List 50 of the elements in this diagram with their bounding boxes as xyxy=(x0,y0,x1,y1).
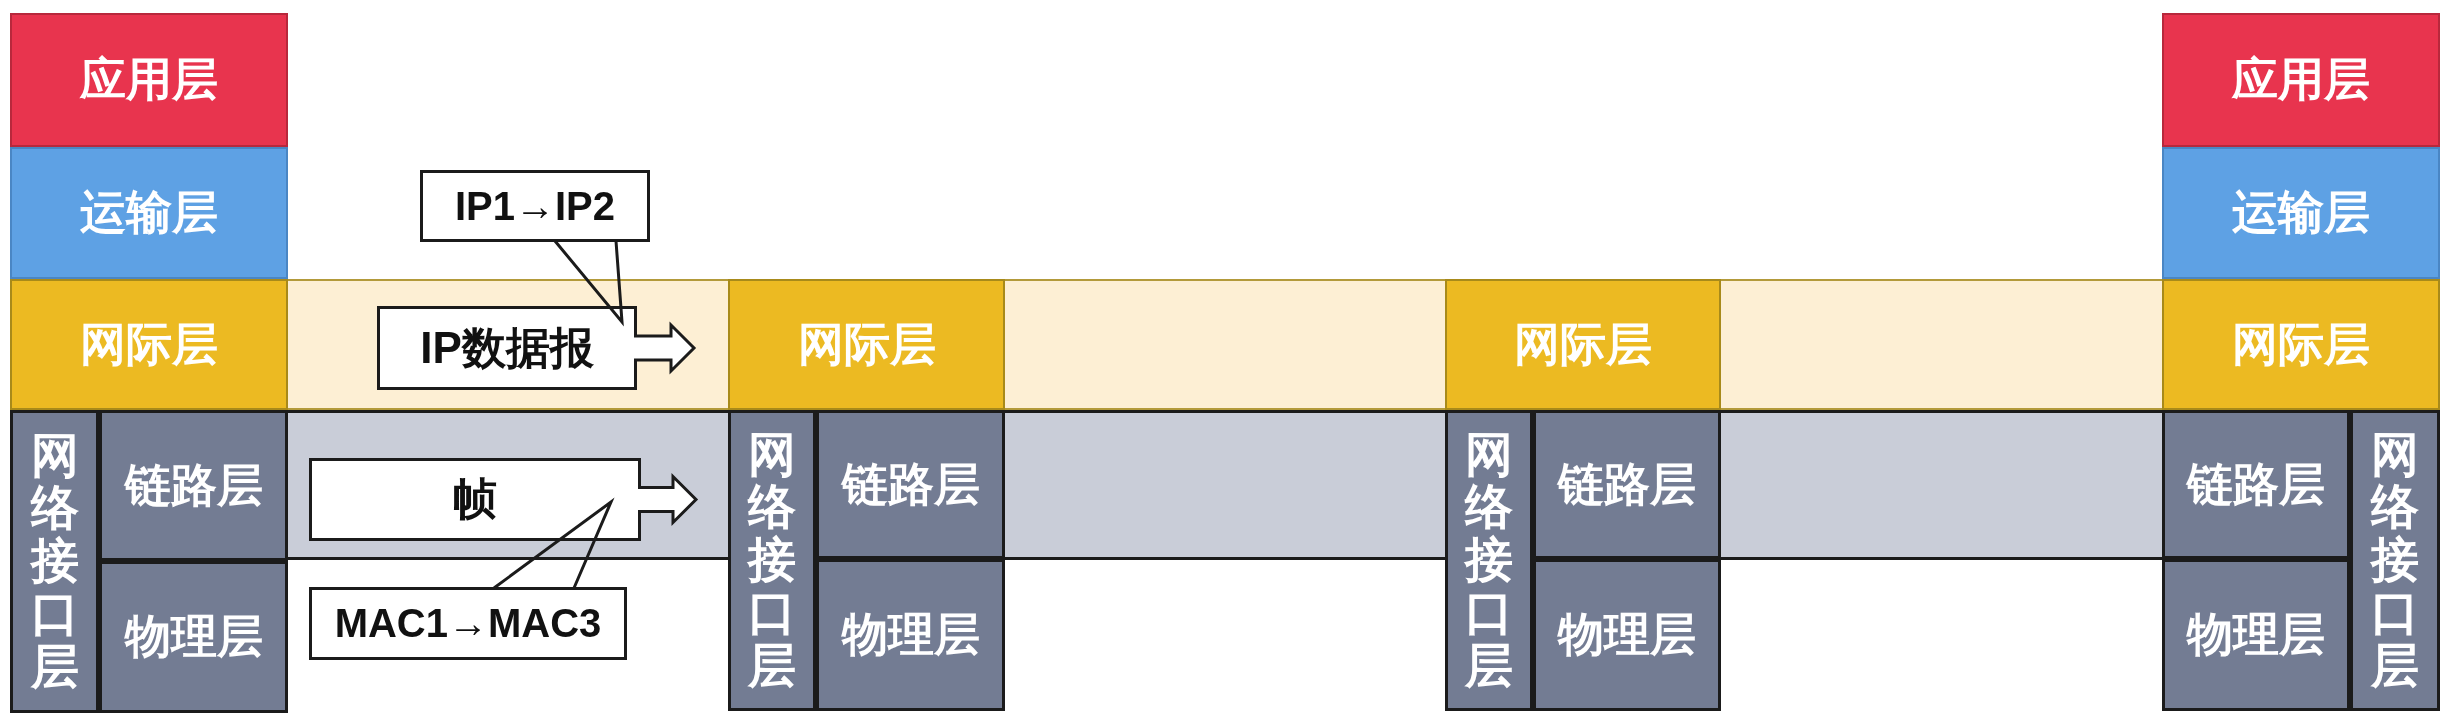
internet-layer-box xyxy=(2162,279,2440,410)
application-layer-box xyxy=(2162,13,2440,147)
layer-label: 网际层 xyxy=(80,316,218,372)
layer-label: 网际层 xyxy=(1514,316,1652,372)
physical-layer-box xyxy=(1533,559,1721,711)
packet-box xyxy=(309,458,641,541)
layer-label: 链路层 xyxy=(2187,456,2325,512)
network-interface-layer-box xyxy=(1445,410,1533,711)
block-arrow xyxy=(632,321,697,375)
link-layer-box xyxy=(1533,410,1721,559)
link-layer-box xyxy=(816,410,1005,559)
layer-label: 链路层 xyxy=(841,456,980,512)
network-interface-layer-box xyxy=(10,410,99,713)
layer-label: 物理层 xyxy=(841,607,980,662)
link-layer-box xyxy=(2162,410,2350,559)
callout-text: MAC1→MAC3 xyxy=(334,601,602,646)
layer-label: 运输层 xyxy=(80,185,218,240)
layer-label: 网络接口层 xyxy=(748,428,796,693)
layer-label: 应用层 xyxy=(2232,52,2370,107)
application-layer-box xyxy=(10,13,288,147)
callout-text: IP1→IP2 xyxy=(454,183,616,229)
callout-box xyxy=(309,587,627,660)
callout-box xyxy=(420,170,650,242)
network-interface-layer-box xyxy=(2350,410,2440,711)
layer-label: 网际层 xyxy=(2232,316,2370,372)
layer-label: 链路层 xyxy=(124,457,263,513)
packet-box xyxy=(377,306,637,390)
layer-label: 应用层 xyxy=(80,52,218,107)
link-layer-box xyxy=(99,410,288,561)
physical-layer-box xyxy=(816,559,1005,711)
layer-label: 网络接口层 xyxy=(2371,428,2419,693)
layer-label: 网际层 xyxy=(797,316,936,372)
layer-label: 网络接口层 xyxy=(1465,428,1513,693)
transport-layer-box xyxy=(10,147,288,279)
layer-label: 网络接口层 xyxy=(30,429,79,694)
internet-layer-box xyxy=(10,279,288,410)
internet-layer-box xyxy=(1445,279,1721,410)
packet-label: 帧 xyxy=(453,473,497,525)
transport-layer-box xyxy=(2162,147,2440,279)
layer-label: 物理层 xyxy=(1558,607,1696,662)
network-interface-layer-box xyxy=(728,410,816,711)
physical-layer-box xyxy=(99,561,288,713)
layer-label: 链路层 xyxy=(1558,456,1696,512)
layer-label: 物理层 xyxy=(124,609,263,664)
packet-label: IP数据报 xyxy=(420,321,594,374)
layer-label: 运输层 xyxy=(2232,185,2370,240)
physical-layer-box xyxy=(2162,559,2350,711)
block-arrow xyxy=(636,472,699,527)
layer-label: 物理层 xyxy=(2187,607,2325,662)
internet-layer-box xyxy=(728,279,1005,410)
